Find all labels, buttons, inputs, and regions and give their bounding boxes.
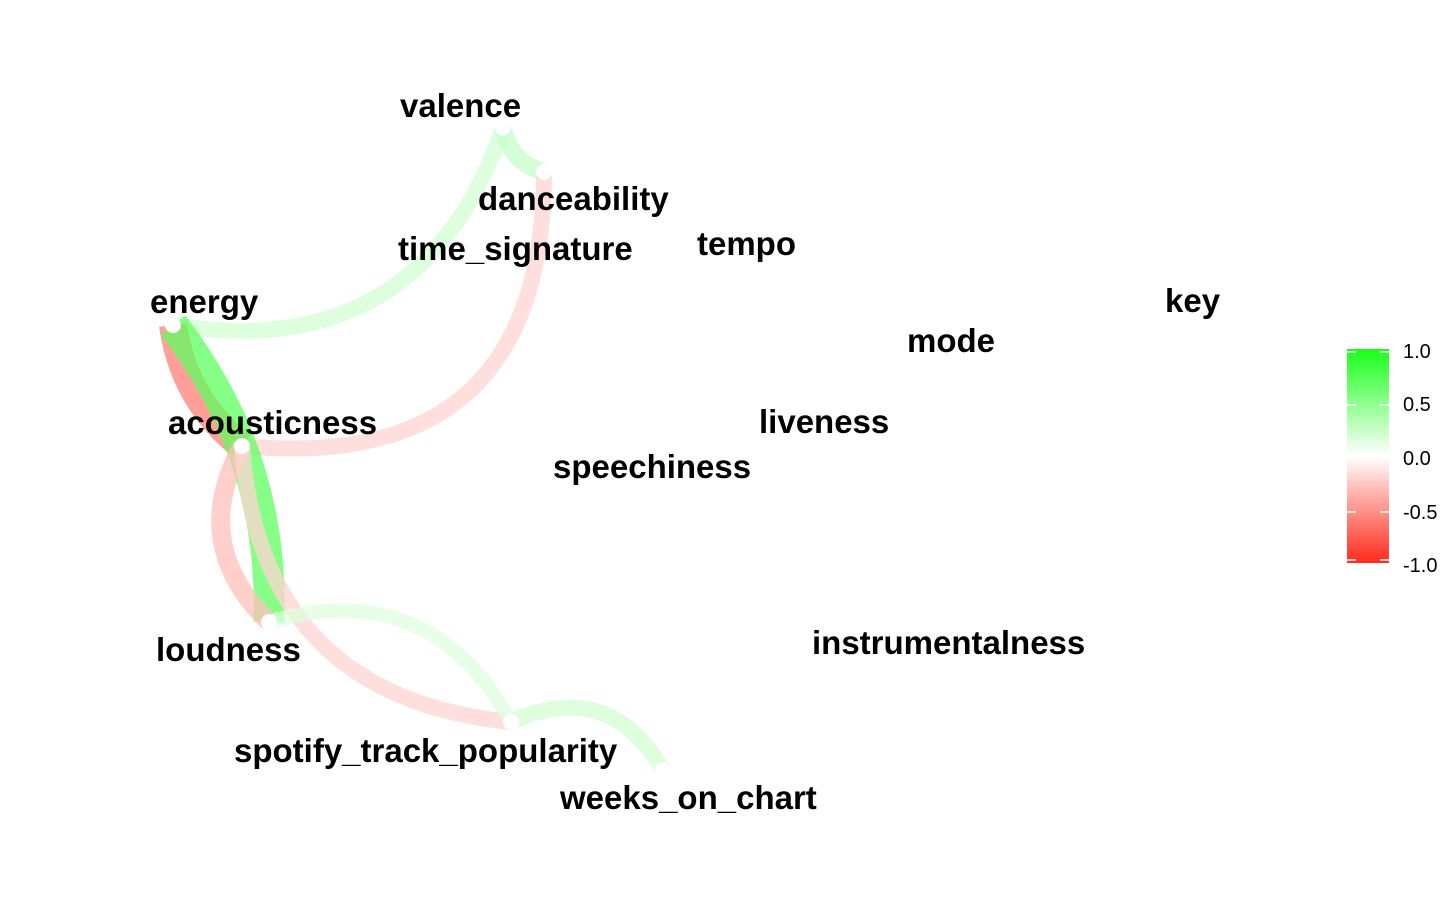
node-label-valence: valence <box>400 87 521 124</box>
edges-layer <box>159 125 670 775</box>
node-label-instrumentalness: instrumentalness <box>812 624 1085 661</box>
legend-tick-label: -1.0 <box>1403 555 1437 577</box>
node-label-energy: energy <box>150 283 259 320</box>
node-marker-danceability <box>536 164 552 180</box>
node-labels: valence danceability time_signature temp… <box>150 87 1221 816</box>
color-legend: 1.0 0.5 0.0 -0.5 -1.0 <box>1347 341 1437 577</box>
edge-energy-valence <box>171 125 511 339</box>
edge-acousticness-spotify-track-popularity <box>234 445 512 730</box>
node-label-liveness: liveness <box>759 403 889 440</box>
legend-tick-label: 0.5 <box>1403 394 1431 416</box>
edge-valence-danceability <box>494 125 547 181</box>
node-label-danceability: danceability <box>478 180 669 217</box>
node-marker-acousticness <box>234 438 250 454</box>
edge-loudness-spotify-track-popularity <box>266 603 518 726</box>
legend-tick-marks <box>1347 351 1389 561</box>
node-marker-loudness <box>261 614 277 630</box>
node-label-mode: mode <box>907 322 995 359</box>
edge-spotify-track-popularity-weeks-on-chart <box>507 699 670 775</box>
node-label-speechiness: speechiness <box>553 448 751 485</box>
node-label-tempo: tempo <box>697 225 796 262</box>
node-label-acousticness: acousticness <box>168 404 377 441</box>
node-label-time-signature: time_signature <box>398 230 633 267</box>
node-marker-weeks-on-chart <box>655 762 671 778</box>
edge-danceability-acousticness <box>241 171 552 457</box>
legend-tick-label: -0.5 <box>1403 502 1437 524</box>
node-marker-spotify-track-popularity <box>503 714 519 730</box>
node-label-loudness: loudness <box>156 631 301 668</box>
node-marker-energy <box>165 317 181 333</box>
legend-colorbar <box>1347 349 1389 563</box>
legend-tick-label: 1.0 <box>1403 341 1431 363</box>
node-marker-valence <box>495 120 511 136</box>
legend-tick-label: 0.0 <box>1403 448 1431 470</box>
nodes-layer <box>165 120 671 778</box>
node-label-key: key <box>1165 282 1221 319</box>
node-label-spotify-track-popularity: spotify_track_popularity <box>234 732 618 769</box>
node-label-weeks-on-chart: weeks_on_chart <box>559 779 817 816</box>
edge-acousticness-loudness <box>211 441 276 629</box>
